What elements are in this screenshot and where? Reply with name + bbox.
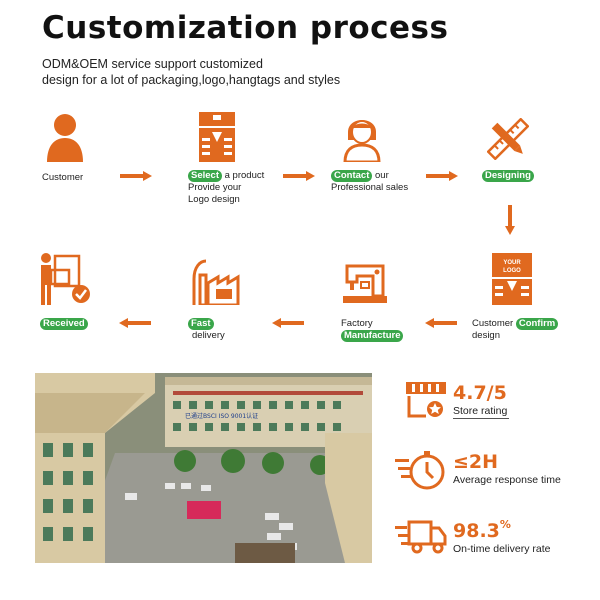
stat-rating-label: Store rating xyxy=(453,405,508,417)
pencil-ruler-icon xyxy=(487,118,529,160)
arrow-down-icon xyxy=(505,205,515,235)
received-check-icon xyxy=(41,253,90,305)
manufacture-pill: Manufacture xyxy=(341,330,404,342)
arrow-left-icon xyxy=(425,318,457,328)
stat-response-value: ≤2H xyxy=(453,451,499,473)
arrow-left-icon xyxy=(272,318,304,328)
arrow-right-icon xyxy=(283,171,315,181)
contact-pill: Contact xyxy=(331,170,373,182)
product-box-icon xyxy=(199,112,235,162)
factory-icon xyxy=(192,259,240,305)
designing-pill: Designing xyxy=(482,170,534,182)
stat-delivery-value: 98.3% xyxy=(453,518,511,542)
step-confirm-label: Customer Confirm design xyxy=(472,318,559,342)
page-subtitle: ODM&OEM service support customized desig… xyxy=(42,56,340,88)
sewing-machine-icon xyxy=(343,264,387,303)
received-pill: Received xyxy=(40,318,88,330)
step-select-label: Select a product Provide your Logo desig… xyxy=(188,170,265,205)
store-star-icon xyxy=(406,382,446,418)
fast-pill: Fast xyxy=(188,318,214,330)
logo-box-icon: YOUR LOGO xyxy=(492,253,532,305)
step-received-label: Received xyxy=(40,318,88,330)
person-icon xyxy=(47,114,83,162)
arrow-right-icon xyxy=(426,171,458,181)
stat-rating-value: 4.7/5 xyxy=(453,382,507,404)
step-contact-label: Contact our Professional sales xyxy=(331,170,409,193)
confirm-pill: Confirm xyxy=(515,318,559,330)
stat-rating-underline xyxy=(453,418,509,419)
step-customer-label: Customer xyxy=(42,172,84,183)
arrow-left-icon xyxy=(119,318,151,328)
sales-agent-icon xyxy=(343,120,381,162)
stat-response-label: Average response time xyxy=(453,474,561,486)
step-manufacture-label: Factory Manufacture xyxy=(341,318,404,342)
select-pill: Select xyxy=(188,170,222,182)
step-delivery-label: Fast delivery xyxy=(188,318,225,342)
factory-photo: 已通过BSCI ISO 9001认证 xyxy=(35,373,372,563)
arrow-right-icon xyxy=(120,171,152,181)
logo-text-2: LOGO xyxy=(503,268,521,274)
page-title: Customization process xyxy=(42,10,449,46)
delivery-truck-icon xyxy=(395,520,447,554)
subtitle-line-2: design for a lot of packaging,logo,hangt… xyxy=(42,73,341,87)
subtitle-line-1: ODM&OEM service support customized xyxy=(42,57,263,71)
stat-delivery-label: On-time delivery rate xyxy=(453,543,551,555)
factory-sign-text: 已通过BSCI ISO 9001认证 xyxy=(185,412,258,420)
logo-text-1: YOUR xyxy=(503,260,521,266)
step-designing-label: Designing xyxy=(482,170,534,182)
fast-clock-icon xyxy=(395,451,445,490)
